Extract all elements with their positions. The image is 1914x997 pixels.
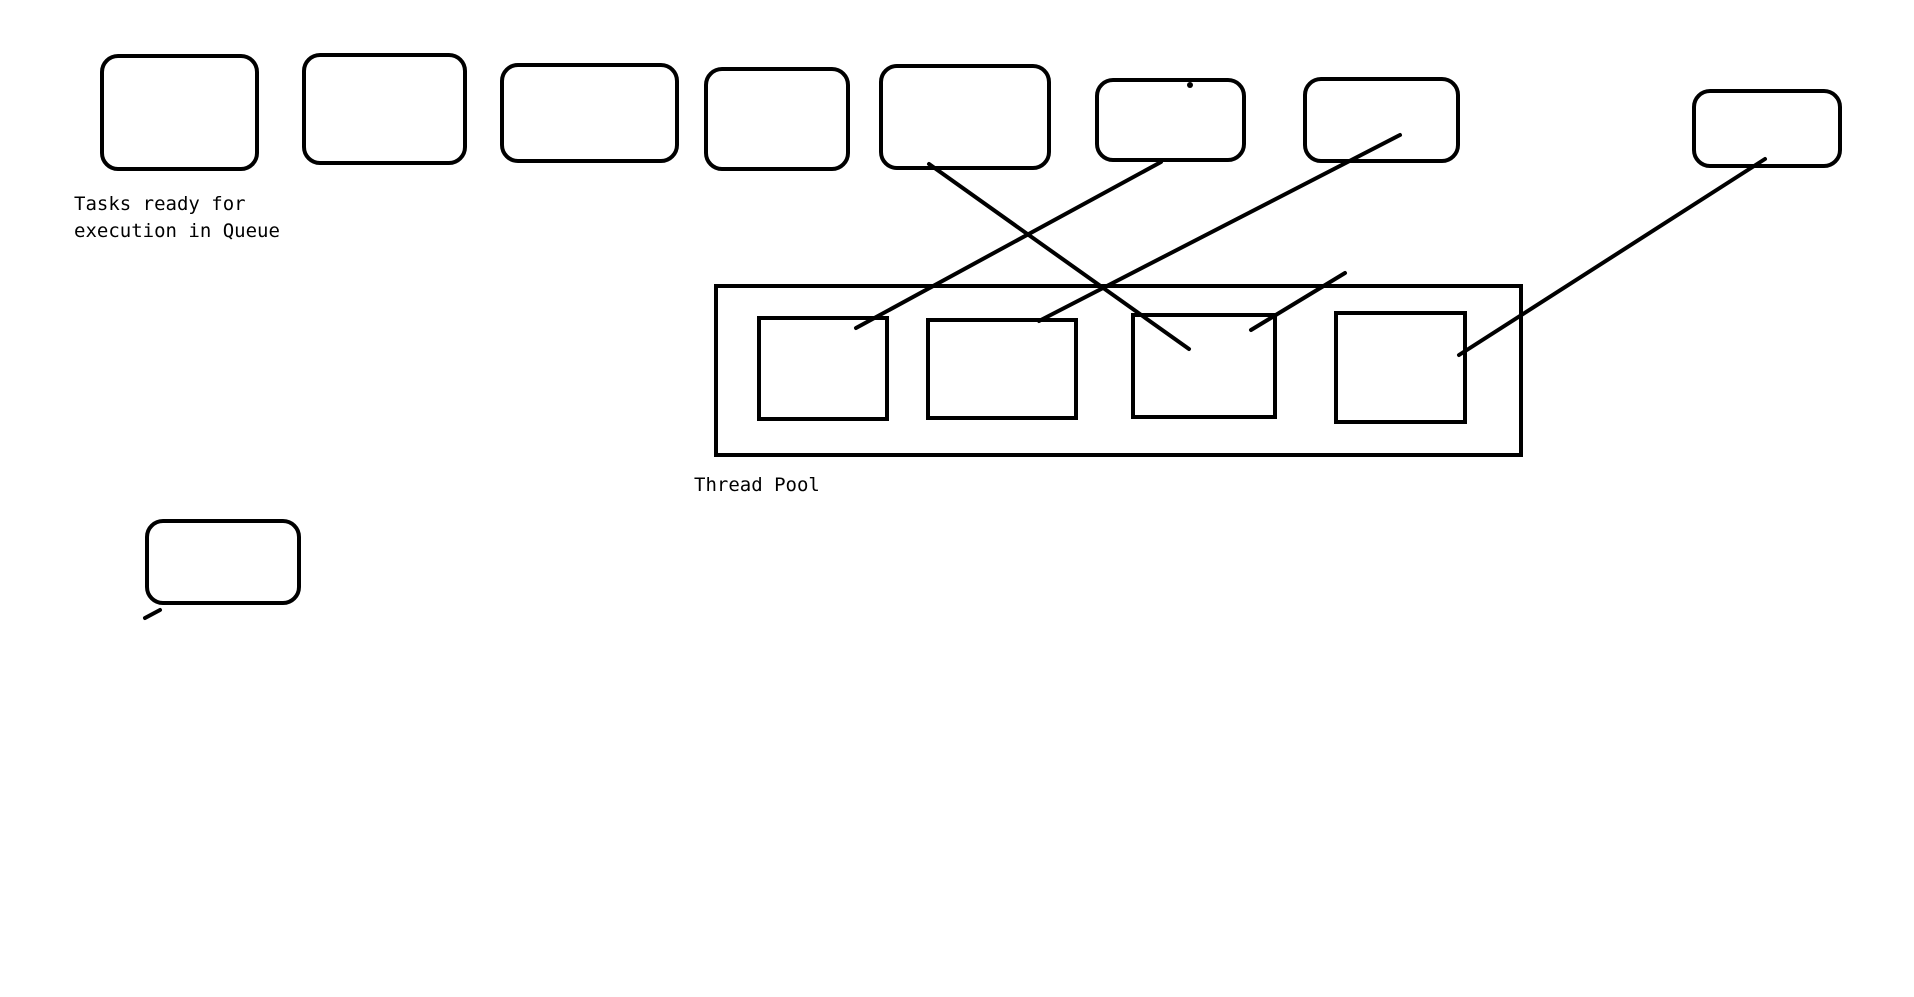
stray-mark bbox=[143, 608, 162, 620]
task-box-7 bbox=[1303, 77, 1460, 163]
task-box-5 bbox=[879, 64, 1051, 170]
connector-task8-to-slot4 bbox=[1457, 157, 1767, 357]
connector-task5-to-slot3 bbox=[927, 162, 1191, 351]
connector-task6-to-slot1 bbox=[854, 160, 1163, 330]
thread-slot-2 bbox=[926, 318, 1078, 420]
queue-label-line2: execution in Queue bbox=[74, 220, 280, 242]
thread-pool-label: Thread Pool bbox=[694, 474, 820, 496]
thread-slot-1 bbox=[757, 316, 889, 421]
thread-slot-3 bbox=[1131, 313, 1277, 419]
task-box-8 bbox=[1692, 89, 1842, 168]
thread-pool-container bbox=[714, 284, 1523, 457]
connector-partial-slot3 bbox=[1249, 271, 1347, 332]
task-box-4 bbox=[704, 67, 850, 171]
queue-label-line1: Tasks ready for bbox=[74, 193, 246, 215]
task-box-detached bbox=[145, 519, 301, 605]
task-box-2 bbox=[302, 53, 467, 165]
thread-slot-4 bbox=[1334, 311, 1467, 424]
task-box-6 bbox=[1095, 78, 1246, 162]
task-box-3 bbox=[500, 63, 679, 163]
connector-task7-to-slot2 bbox=[1037, 133, 1402, 323]
task-box-1 bbox=[100, 54, 259, 171]
stray-dot bbox=[1187, 82, 1193, 88]
